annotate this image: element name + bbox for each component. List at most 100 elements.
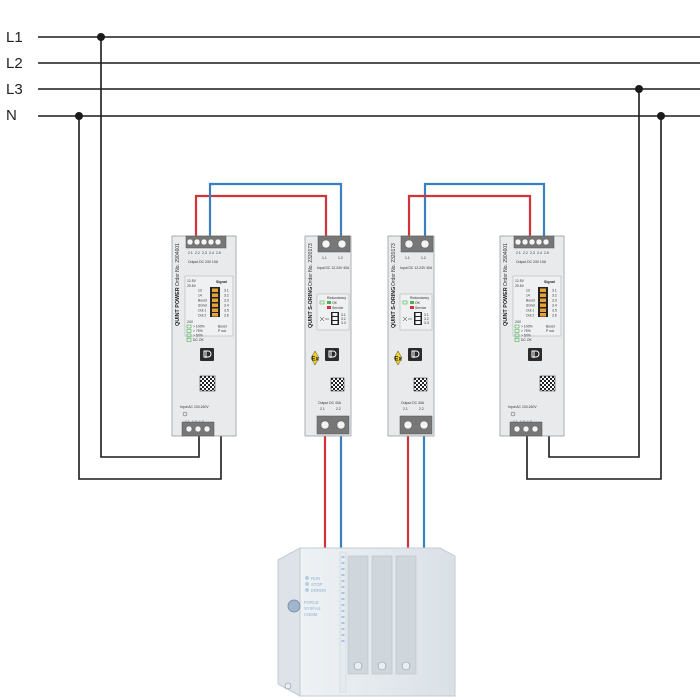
- oring-status-title: Redundancy: [410, 296, 429, 300]
- psu-signal-row-2: 14: [198, 294, 202, 298]
- oring-qr-code: [330, 377, 345, 392]
- plc-screw-2: [377, 661, 387, 671]
- oring-input-label: Input DC 12-24V 40A: [317, 266, 350, 270]
- psu-signal-title: Signal: [544, 280, 555, 284]
- oring-input-term-2: 1.2: [421, 256, 426, 260]
- psu-signal-term-3: 3.3: [224, 299, 229, 303]
- wire-l3-psu2: [548, 89, 640, 458]
- ex-hazard-icon: [310, 350, 320, 366]
- psu-led-label-4: DC OK: [521, 338, 532, 342]
- oring-module-right: 1.1 1.2 Input DC 12-24V 40A QUINT S-ORIN…: [387, 235, 435, 437]
- oring-service-led: [410, 306, 414, 309]
- psu-output-terms-d: 2.4: [209, 251, 214, 255]
- psu-output-terms-e: 2.5: [544, 251, 549, 255]
- plc-label-stop: STOP: [311, 582, 323, 587]
- psu-signal-term-1: 3.1: [224, 289, 229, 293]
- psu-led-label-1: > 100%: [521, 325, 533, 329]
- wire-l1-psu1: [100, 37, 200, 458]
- psu-output-terms-e: 2.5: [216, 251, 221, 255]
- psu-ground-icon: [182, 411, 188, 417]
- psu-signal-term-6: 3.6: [552, 314, 557, 318]
- psu-boost-label: Boost: [218, 325, 227, 329]
- psu-signal-term-4: 3.4: [224, 304, 229, 308]
- oring-output-terminal-block: [316, 415, 350, 435]
- psu-signal-term-3: 3.3: [552, 299, 557, 303]
- psu-ground-icon: [510, 411, 516, 417]
- psu-part-no: Order No. 2904601: [175, 243, 181, 286]
- plc-io-module-3: [395, 555, 417, 675]
- psu-signal-row-1: 13: [198, 289, 202, 293]
- psu-pout-label: P out: [218, 329, 226, 333]
- oring-relay-term-3: 3.3: [424, 321, 429, 325]
- oring-relay-term-2: 3.2: [424, 317, 429, 321]
- psu-logo: [528, 348, 542, 361]
- oring-output-terminal-block: [399, 415, 433, 435]
- oring-relay-symbol-icon: [402, 316, 412, 322]
- oring-logo-mark-icon: [411, 350, 420, 358]
- psu-logo-mark-icon: [203, 350, 212, 358]
- oring-logo-mark-icon: [328, 350, 337, 358]
- psu-output-terms-c: 2.3: [530, 251, 535, 255]
- psu-qr-code: [199, 375, 216, 392]
- wire-psu2-minus: [423, 182, 546, 237]
- oring-housing: [387, 235, 435, 437]
- plc-io-module-2: [371, 555, 393, 675]
- psu-input-label: Input AC 100-240V: [508, 405, 537, 409]
- dc-wires: [194, 182, 546, 548]
- psu-part-no: Order No. 2904601: [503, 243, 509, 286]
- psu-signal-row-4: SGnd: [526, 304, 535, 308]
- oring-vendor: QUINT S-ORING: [391, 287, 397, 328]
- psu-output-terms-b: 2.2: [523, 251, 528, 255]
- plc-screw-3: [401, 661, 411, 671]
- psu-led-label-2: > 75%: [193, 329, 203, 333]
- oring-relay-term-1: 3.1: [341, 313, 346, 317]
- psu-adjust-min: 12.5V: [187, 279, 197, 283]
- psu-pout-label: P out: [546, 329, 554, 333]
- plc-side-panel: [277, 547, 301, 697]
- oring-part-no: Order No. 2320173: [308, 243, 314, 286]
- psu-signal-term-5: 3.5: [224, 309, 229, 313]
- plc-screw-4: [284, 682, 292, 690]
- psu-signal-term-6: 3.6: [224, 314, 229, 318]
- psu-vendor: QUINT POWER: [503, 287, 509, 326]
- psu-signal-row-3: Boost: [526, 299, 535, 303]
- wire-psu1-minus: [208, 182, 343, 237]
- oring-vendor: QUINT S-ORING: [308, 287, 314, 328]
- psu-output-terms-c: 2.3: [202, 251, 207, 255]
- psu-signal-term-1: 3.1: [552, 289, 557, 293]
- oring-output-label: Output DC 40A: [401, 401, 425, 405]
- psu-signal-row-6: Out 2: [526, 314, 534, 318]
- power-supply-right: 2.1 2.2 2.3 2.4 2.5 Output DC 24V 10A QU…: [499, 235, 565, 437]
- oring-ex-label: Ex: [312, 357, 320, 363]
- oring-service-led: [327, 306, 331, 309]
- psu-signal-term-2: 3.2: [224, 294, 229, 298]
- plc-label-force: FORCE: [304, 600, 319, 605]
- oring-input-term-1: 1.1: [405, 256, 410, 260]
- plc-label-comm: COMM: [304, 612, 318, 617]
- wire-n-psu2: [526, 116, 662, 480]
- bus-label-l2: L2: [6, 55, 23, 72]
- plc-label-error: ERROR: [311, 588, 326, 593]
- plc-mode-switch[interactable]: [287, 599, 301, 613]
- oring-output-term-2: 2.2: [419, 407, 424, 411]
- psu-output-label: Output DC 24V 10A: [516, 260, 547, 264]
- oring-logo: [408, 348, 422, 361]
- plc-screw-1: [353, 661, 363, 671]
- plc-controller: RUN STOP ERROR FORCE SYSFAIL COMM: [277, 547, 456, 697]
- psu-led-label-3: > 50%: [521, 334, 531, 338]
- bus-label-l3: L3: [6, 81, 23, 98]
- plc-io-module-1: [347, 555, 369, 675]
- oring-ok-led: [410, 301, 414, 304]
- psu-output-label: Output DC 24V 10A: [188, 260, 219, 264]
- psu-vendor: QUINT POWER: [175, 287, 181, 326]
- oring-status-service: Service: [332, 306, 343, 310]
- oring-output-label: Output DC 40A: [318, 401, 342, 405]
- psu-output-terms-a: 2.1: [188, 251, 193, 255]
- psu-signal-row-4: SGnd: [198, 304, 207, 308]
- oring-relay-term-3: 3.3: [341, 321, 346, 325]
- oring-relay-symbol-icon: [319, 316, 329, 322]
- power-supply-left: 2.1 2.2 2.3 2.4 2.5 Output DC 24V 10A QU…: [171, 235, 237, 437]
- psu-input-label: Input AC 100-240V: [180, 405, 209, 409]
- oring-output-term-1: 2.1: [320, 407, 325, 411]
